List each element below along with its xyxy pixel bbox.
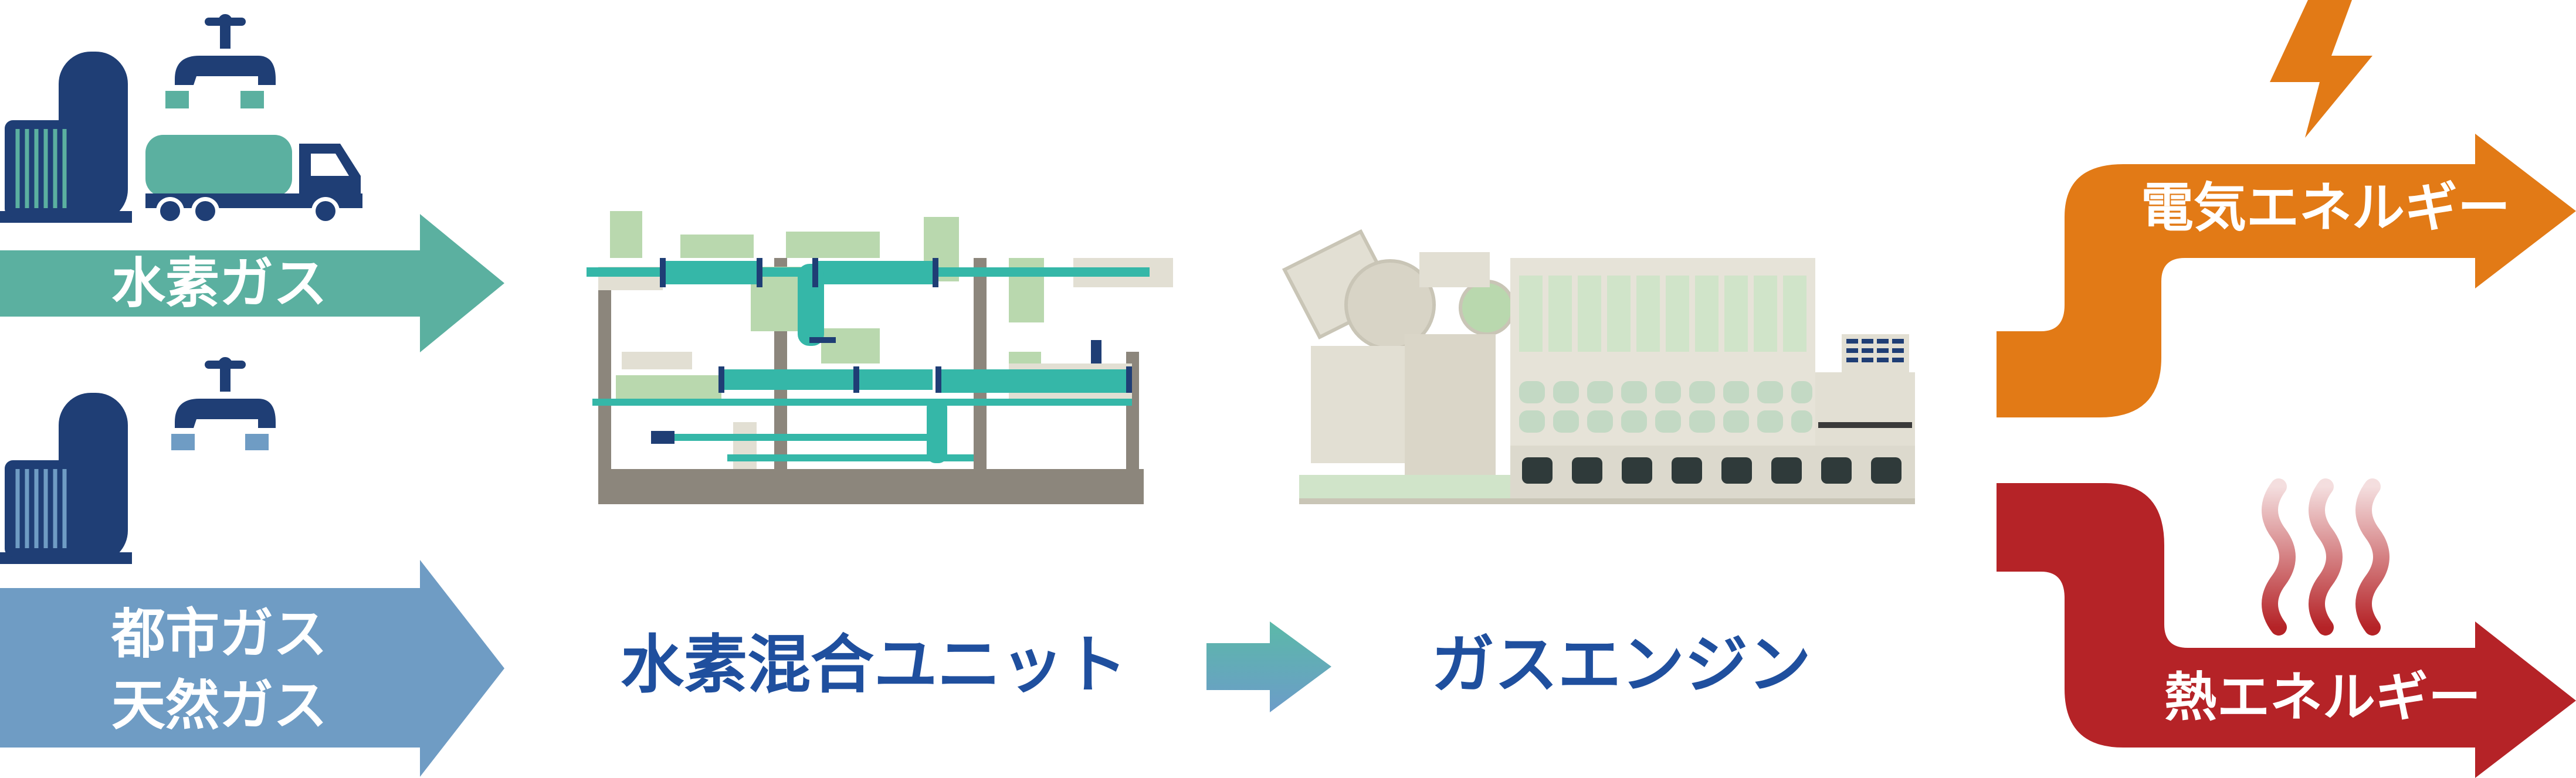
gas-tank-icon [0,393,132,564]
hydrogen-input-arrow [0,214,504,352]
heat-waves-icon [2262,478,2389,636]
process-flow-arrow [1206,621,1331,712]
faucet-icon [171,357,276,450]
faucet-icon [165,14,276,108]
mixing-unit-label: 水素混合ユニット [621,628,1128,702]
electric-energy-label: 電気エネルギー [2141,177,2510,239]
gas-engine-label: ガスエンジン [1431,628,1812,702]
mixing-unit-illustration [587,211,1173,504]
lightning-icon [2270,0,2372,138]
tanker-truck-icon [145,135,362,225]
gas-engine-illustration [1282,229,1915,504]
city-gas-input-arrow [0,560,504,777]
electric-energy-output-arrow-body [1997,134,2576,417]
gas-tank-icon [0,52,132,223]
natural-gas-label: 天然ガス [111,674,328,737]
heat-energy-output-arrow [1997,483,2576,778]
city-gas-label: 都市ガス [111,603,328,665]
hydrogen-gas-label: 水素ガス [111,252,328,315]
heat-energy-label: 熱エネルギー [2164,667,2481,728]
